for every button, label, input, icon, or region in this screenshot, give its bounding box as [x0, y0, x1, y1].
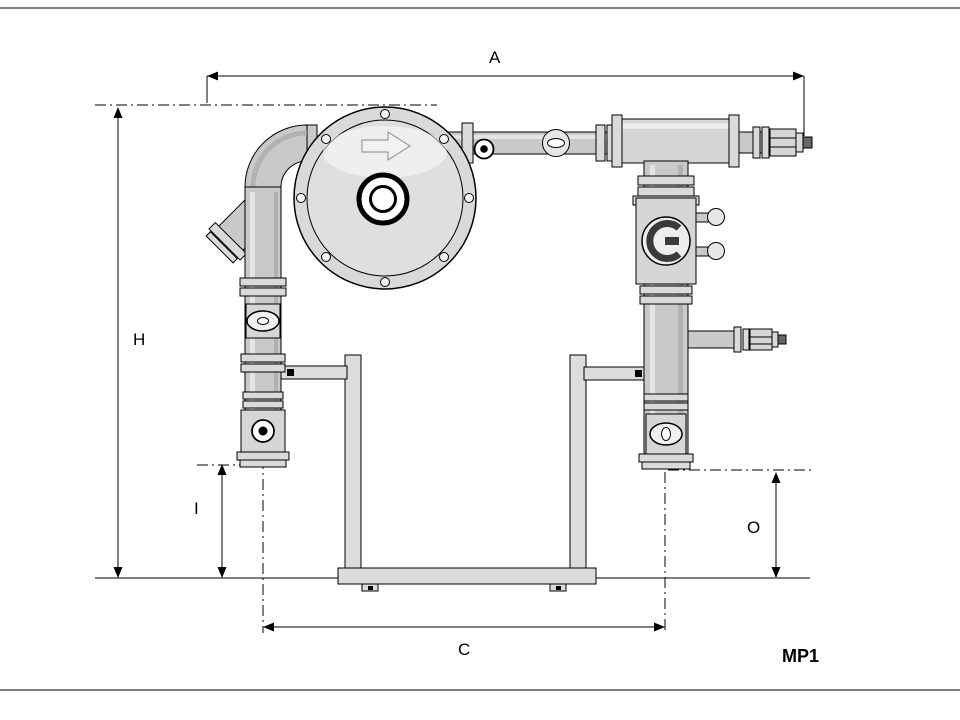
- flange-bolt: [439, 134, 449, 144]
- inline-valve-disc: [547, 138, 565, 148]
- right-valve-handle-slot: [661, 427, 671, 441]
- arrowhead-down: [217, 567, 227, 578]
- dimension-c: C: [263, 622, 665, 659]
- elbow-shading: [250, 130, 308, 188]
- branch-end-cap: [777, 334, 787, 345]
- suction-stub-flange: [208, 221, 248, 261]
- sight-port-dot: [480, 145, 488, 153]
- valve-lever-bar: [665, 237, 679, 245]
- support-stand: [337, 354, 597, 592]
- manifold-left-flange: [611, 114, 623, 168]
- arrowhead-up: [113, 107, 123, 118]
- stand-left-upright: [344, 354, 362, 570]
- stand-right-foot-bolt: [556, 586, 561, 590]
- arrowhead-left: [207, 71, 218, 81]
- flow-direction-arrow-icon: [361, 131, 411, 161]
- flange: [637, 186, 695, 197]
- flange-bolt: [464, 193, 474, 203]
- arrowhead-down: [771, 567, 781, 578]
- discharge-pipe-assembly: [429, 114, 813, 168]
- arrowhead-down: [113, 567, 123, 578]
- left-valve-handle-slot: [257, 317, 269, 325]
- dimension-h: H: [113, 107, 145, 578]
- gauge-branch-pipe: [687, 330, 737, 349]
- right-bracket-bolt: [635, 370, 642, 377]
- dimension-a: A: [206, 48, 805, 136]
- end-cap-flange: [795, 132, 804, 153]
- flange: [240, 363, 286, 373]
- dim-c-label: C: [458, 640, 470, 659]
- shaft-hub-inner-ring: [369, 185, 397, 213]
- flange: [595, 124, 606, 162]
- handwheel-upper: [707, 208, 725, 226]
- bottom-flange-2: [641, 461, 691, 470]
- flange-bolt: [380, 109, 390, 119]
- valve-lever-icon: [646, 220, 682, 262]
- left-bracket-bolt: [287, 369, 294, 376]
- suction-stub-flange-2: [205, 231, 238, 264]
- manifold-right-flange: [728, 114, 740, 168]
- flange-bolt: [439, 252, 449, 262]
- dim-h-label: H: [133, 330, 145, 349]
- flange-bolt: [321, 134, 331, 144]
- stand-right-upright: [569, 354, 587, 570]
- union-flange: [643, 393, 689, 402]
- flange-bolt: [321, 252, 331, 262]
- branch-fitting-body: [749, 328, 773, 351]
- inlet-elbow: [244, 124, 308, 188]
- branch-end-flange: [771, 331, 779, 348]
- flange-bolt: [296, 193, 306, 203]
- arrowhead-right: [654, 622, 665, 632]
- dimension-o: O: [747, 472, 781, 578]
- end-cap: [802, 136, 813, 149]
- bottom-flange-2: [239, 459, 287, 468]
- dimension-i: I: [194, 464, 227, 578]
- arrowhead-up: [771, 472, 781, 483]
- union-flange: [242, 391, 284, 400]
- stand-left-foot-bolt: [368, 586, 373, 590]
- branch-flange-2: [742, 328, 750, 351]
- flange: [239, 287, 287, 297]
- end-flange: [752, 126, 761, 159]
- handwheel-lower: [707, 242, 725, 260]
- arrowhead-left: [263, 622, 274, 632]
- bottom-flange: [638, 453, 694, 463]
- return-pipe-assembly: [632, 160, 787, 470]
- end-fitting-body: [769, 128, 797, 157]
- flange: [240, 353, 286, 363]
- model-label: MP1: [782, 646, 819, 666]
- stand-base-plate: [337, 567, 597, 585]
- flange: [637, 175, 695, 186]
- mounting-brackets: [280, 365, 647, 381]
- arrowhead-up: [217, 464, 227, 475]
- manifold-highlight: [619, 123, 731, 129]
- arrowhead-right: [793, 71, 804, 81]
- bottom-flange: [236, 451, 290, 461]
- suction-pipe-assembly: [205, 124, 318, 468]
- flange-bolt: [380, 277, 390, 287]
- end-flange-2: [761, 126, 770, 159]
- pipe-highlight: [432, 135, 618, 139]
- pipe-shadow: [678, 165, 683, 460]
- dim-o-label: O: [747, 518, 760, 537]
- flange: [639, 295, 693, 305]
- dim-a-label: A: [489, 48, 501, 67]
- pump-casing: [293, 106, 477, 290]
- union-flange: [643, 402, 689, 411]
- union-flange: [242, 400, 284, 409]
- shaft-hub-outer-ring: [356, 172, 410, 226]
- pipe-highlight: [650, 165, 655, 460]
- flange: [239, 277, 287, 287]
- drain-valve-dot: [258, 426, 268, 436]
- branch-flange: [733, 326, 742, 353]
- dim-i-label: I: [194, 499, 199, 518]
- flange: [639, 285, 693, 295]
